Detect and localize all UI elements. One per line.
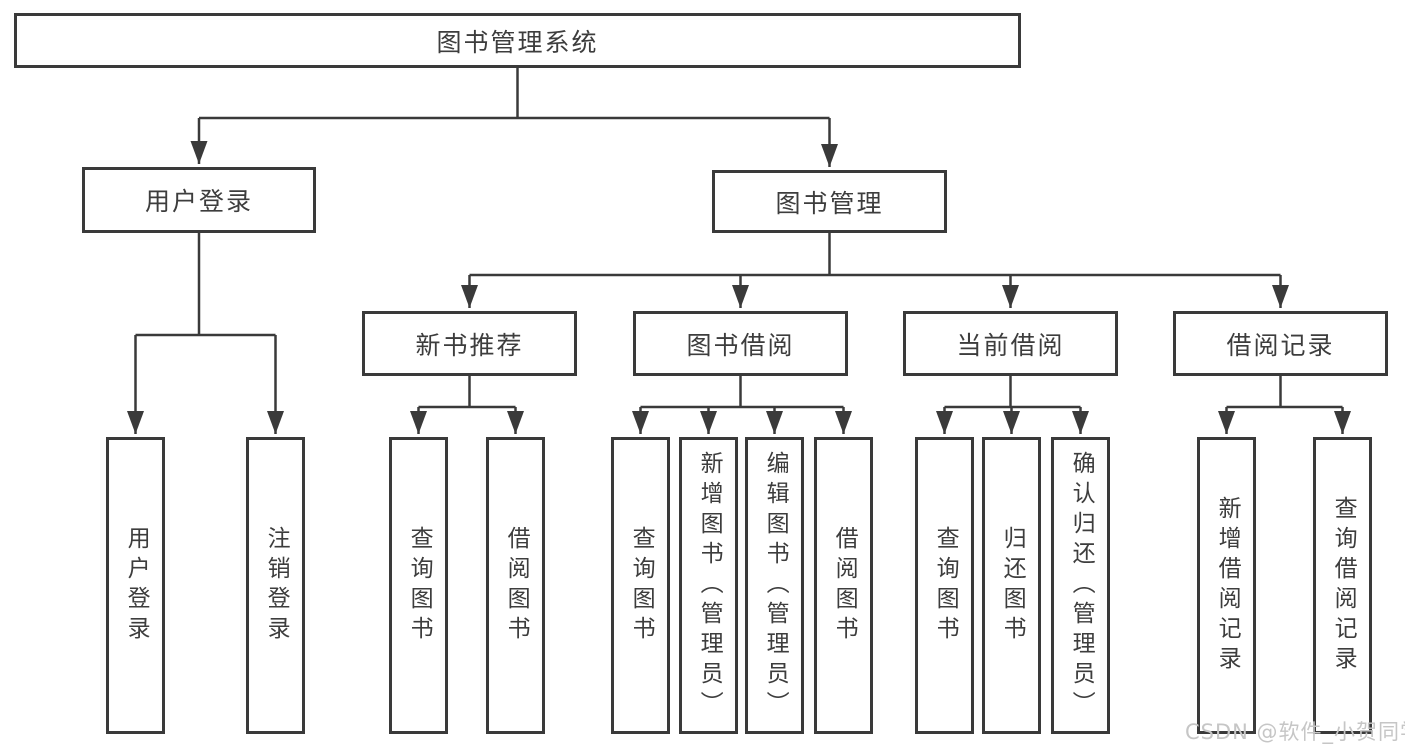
leaf-add-books-admin: 新增图书（管理员） [679,437,738,734]
node-root: 图书管理系统 [14,13,1021,68]
leaf-confirm-return-admin-label: 确认归还（管理员） [1068,450,1095,721]
node-current-borrowing-label: 当前借阅 [956,330,1065,360]
node-new-book-recommendation: 新书推荐 [362,311,577,376]
node-book-management: 图书管理 [712,170,947,233]
node-borrowing-records-label: 借阅记录 [1226,330,1335,360]
leaf-return-books: 归还图书 [982,437,1041,734]
leaf-query-books-borrow-label: 查询图书 [628,525,655,646]
leaf-edit-books-admin: 编辑图书（管理员） [745,437,804,734]
node-book-borrowing: 图书借阅 [633,311,848,376]
leaf-edit-books-admin-label: 编辑图书（管理员） [762,450,789,721]
leaf-query-books-current: 查询图书 [915,437,974,734]
node-user-login: 用户登录 [82,167,316,233]
node-root-label: 图书管理系统 [436,27,599,57]
node-user-login-label: 用户登录 [144,187,253,216]
node-borrowing-records: 借阅记录 [1173,311,1388,376]
leaf-add-borrow-record: 新增借阅记录 [1197,437,1256,734]
leaf-user-login-label: 用户登录 [123,525,150,646]
leaf-query-books-rec-label: 查询图书 [406,525,433,646]
leaf-user-login: 用户登录 [106,437,165,734]
leaf-query-books-current-label: 查询图书 [932,525,959,646]
watermark: CSDN @软件_小贺同学 [1185,720,1405,744]
leaf-borrow-books-rec-label: 借阅图书 [503,525,530,646]
leaf-logout: 注销登录 [246,437,305,734]
leaf-query-books-rec: 查询图书 [389,437,448,734]
leaf-logout-label: 注销登录 [263,525,290,646]
node-new-book-recommendation-label: 新书推荐 [415,330,524,360]
node-current-borrowing: 当前借阅 [903,311,1118,376]
leaf-query-borrow-record: 查询借阅记录 [1313,437,1372,734]
leaf-query-books-borrow: 查询图书 [611,437,670,734]
leaf-borrow-books-borrow: 借阅图书 [814,437,873,734]
leaf-add-books-admin-label: 新增图书（管理员） [696,450,723,721]
leaf-confirm-return-admin: 确认归还（管理员） [1051,437,1110,734]
leaf-add-borrow-record-label: 新增借阅记录 [1214,495,1241,676]
leaf-query-borrow-record-label: 查询借阅记录 [1330,495,1357,676]
node-book-borrowing-label: 图书借阅 [686,330,795,360]
leaf-return-books-label: 归还图书 [999,525,1026,646]
leaf-borrow-books-borrow-label: 借阅图书 [831,525,858,646]
node-book-management-label: 图书管理 [775,188,884,218]
leaf-borrow-books-rec: 借阅图书 [486,437,545,734]
